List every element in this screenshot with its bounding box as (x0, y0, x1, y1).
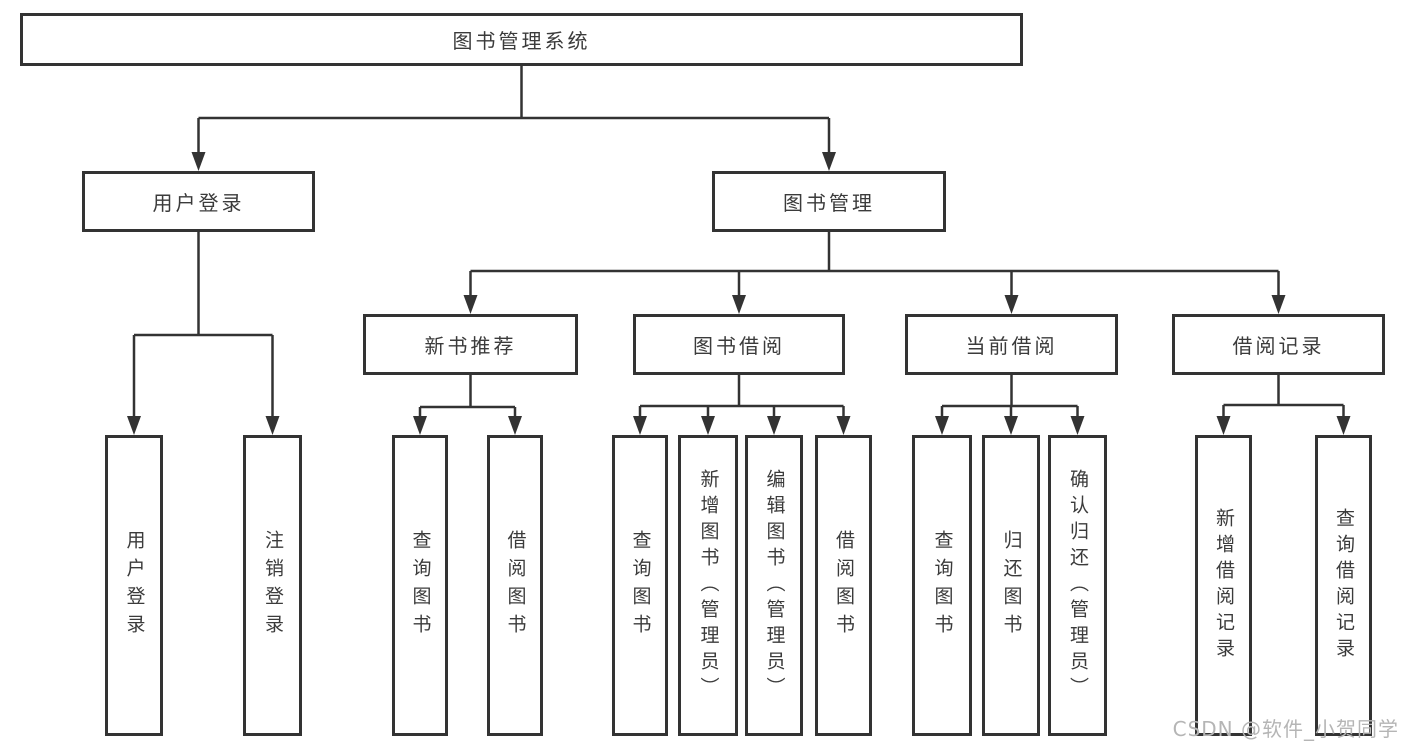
node-user-login: 用户登录 (82, 171, 315, 232)
node-leaf-borrow-books-1: 借阅图书 (487, 435, 543, 736)
node-leaf-edit-books-admin: 编辑图书（管理员） (745, 435, 803, 736)
node-book-management: 图书管理 (712, 171, 946, 232)
node-leaf-borrow-books-2: 借阅图书 (815, 435, 872, 736)
node-leaf-query-borrow-record: 查询借阅记录 (1315, 435, 1372, 736)
node-leaf-user-login: 用户登录 (105, 435, 163, 736)
node-current-borrowing: 当前借阅 (905, 314, 1118, 375)
node-library-system: 图书管理系统 (20, 13, 1023, 66)
csdn-watermark: CSDN @软件_小贺同学 (1172, 717, 1399, 741)
node-leaf-query-books-3: 查询图书 (912, 435, 972, 736)
node-leaf-add-borrow-record: 新增借阅记录 (1195, 435, 1252, 736)
node-new-book-recommend: 新书推荐 (363, 314, 578, 375)
node-borrow-records: 借阅记录 (1172, 314, 1385, 375)
node-leaf-add-books-admin: 新增图书（管理员） (678, 435, 738, 736)
node-leaf-confirm-return-admin: 确认归还（管理员） (1048, 435, 1107, 736)
node-leaf-query-books-1: 查询图书 (392, 435, 448, 736)
node-leaf-query-books-2: 查询图书 (612, 435, 668, 736)
node-book-borrowing: 图书借阅 (633, 314, 845, 375)
node-leaf-return-books: 归还图书 (982, 435, 1040, 736)
node-leaf-logout: 注销登录 (243, 435, 302, 736)
